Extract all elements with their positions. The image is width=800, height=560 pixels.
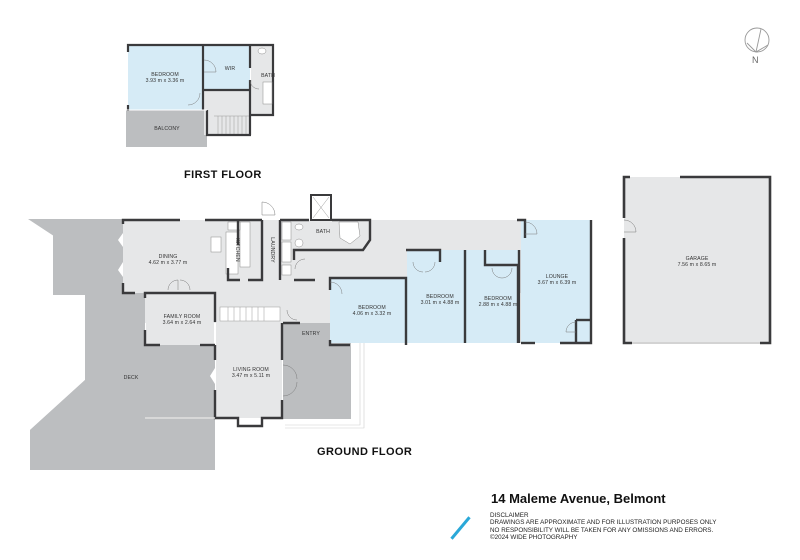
- room-dims: 2.88 m x 4.88 m: [479, 302, 518, 308]
- room-dims: 3.47 m x 5.11 m: [232, 373, 270, 379]
- first-floor-bedroom: [128, 45, 203, 110]
- shower-icon: [262, 81, 273, 105]
- ground-floor-walls: [121, 218, 593, 428]
- garage-door: [623, 219, 637, 233]
- room-label: WIR: [225, 66, 236, 72]
- bay-window: [118, 233, 123, 247]
- room-label: BALCONY: [154, 126, 180, 132]
- ground-floor-plan: DINING 4.62 m x 3.77 m KITCHEN LAUNDRY B…: [28, 194, 593, 470]
- wir-area: [204, 45, 250, 90]
- bedroom-1-area: [330, 278, 406, 343]
- first-floor-walls: [126, 43, 275, 137]
- first-floor-doors: [187, 59, 260, 106]
- stair-hall: [204, 91, 251, 135]
- living-room-area: [216, 323, 282, 418]
- compass-label: N: [752, 55, 759, 65]
- disclaimer: DISCLAIMER DRAWINGS ARE APPROXIMATE AND …: [490, 512, 717, 541]
- lounge-area: [521, 220, 591, 343]
- room-label: BATH: [261, 73, 275, 79]
- property-address: 14 Maleme Avenue, Belmont: [491, 491, 666, 506]
- ground-floor-title: GROUND FLOOR: [317, 446, 413, 458]
- room-label: LIVING ROOM: [233, 367, 269, 373]
- garage-area: [624, 177, 770, 342]
- room-label: DECK: [124, 375, 139, 381]
- bedroom-2-area: [407, 250, 465, 343]
- room-dims: 3.01 m x 4.88 m: [421, 300, 460, 306]
- bay-window: [210, 368, 215, 384]
- disclaimer-heading: DISCLAIMER: [490, 512, 529, 519]
- toilet-icon: [294, 223, 304, 231]
- room-label: BEDROOM: [484, 296, 512, 302]
- balcony-area: [126, 110, 207, 147]
- family-room-area: [146, 294, 214, 345]
- room-label: KITCHEN: [234, 238, 240, 262]
- room-dims: 4.06 m x 3.32 m: [353, 311, 392, 317]
- first-floor-bath: [251, 45, 273, 115]
- sink-icon: [294, 238, 304, 248]
- room-label: DINING: [159, 254, 178, 260]
- first-floor-title: FIRST FLOOR: [184, 169, 262, 181]
- bay-window: [118, 262, 123, 277]
- north-arrow-icon: N: [742, 25, 772, 71]
- room-label: LOUNGE: [546, 274, 569, 280]
- kitchen-fixtures: [210, 221, 292, 276]
- room-dims: 3.64 m x 2.64 m: [163, 320, 202, 326]
- garage-plan: GARAGE 7.56 m x 8.65 m: [622, 175, 772, 345]
- room-label: LAUNDRY: [269, 237, 275, 263]
- first-floor-plan: BEDROOM 3.93 m x 3.36 m WIR BATH BALCONY: [126, 43, 275, 147]
- room-label: BEDROOM: [358, 305, 386, 311]
- copyright: ©2024 WIDE PHOTOGRAPHY: [490, 533, 578, 541]
- room-label: BEDROOM: [426, 294, 454, 300]
- bathtub-icon: [338, 221, 361, 245]
- room-label: GARAGE: [686, 256, 709, 262]
- room-dims: 3.67 m x 6.39 m: [538, 280, 577, 286]
- room-dims: 3.93 m x 3.36 m: [146, 78, 185, 84]
- ground-floor-doors: [167, 201, 577, 397]
- room-label: FAMILY ROOM: [164, 314, 201, 320]
- room-dims: 4.62 m x 3.77 m: [149, 260, 188, 266]
- room-label: BEDROOM: [151, 72, 179, 78]
- room-label: BATH: [316, 229, 330, 235]
- ground-floor-stairs: [219, 306, 281, 322]
- room-label: ENTRY: [302, 331, 320, 337]
- toilet-icon: [257, 47, 267, 55]
- first-floor-stairs: [214, 115, 250, 134]
- room-dims: 7.56 m x 8.65 m: [678, 262, 717, 268]
- disclaimer-line: DRAWINGS ARE APPROXIMATE AND FOR ILLUSTR…: [490, 519, 717, 527]
- disclaimer-line: NO RESPONSIBILITY WILL BE TAKEN FOR ANY …: [490, 526, 714, 534]
